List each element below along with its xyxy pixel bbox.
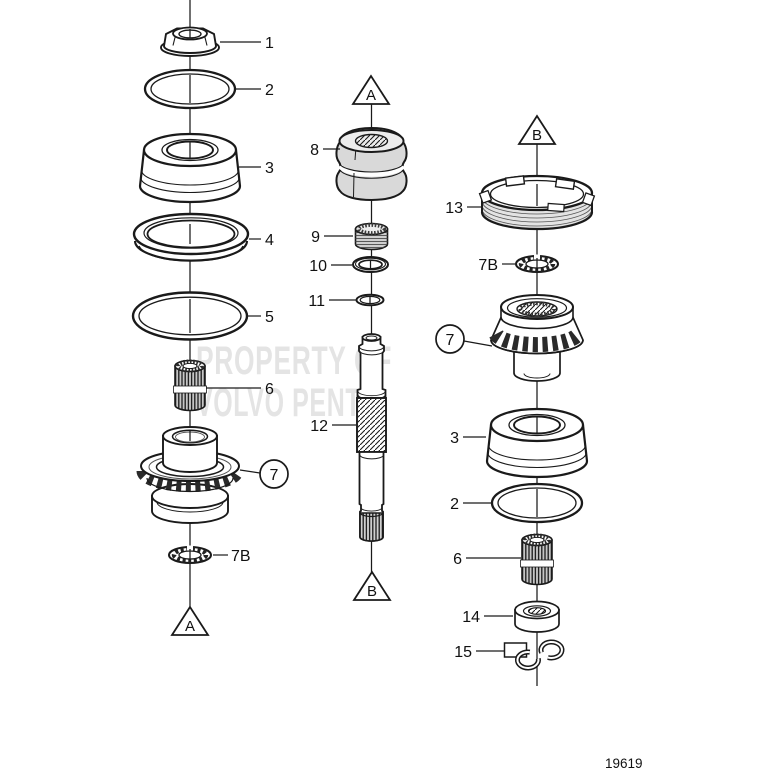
callout-6-label: 6 — [265, 381, 274, 398]
part-7-bevel-gear-assembly — [136, 426, 244, 524]
left-callouts: 1 2 3 4 5 6 7 7B — [206, 35, 289, 565]
part-1-flange-lock-nut — [160, 26, 220, 57]
callout-3-right-label: 3 — [450, 430, 459, 447]
connector-b-middle: B — [353, 571, 391, 601]
part-9-threaded-sleeve — [354, 222, 389, 251]
middle-column: A — [308, 75, 408, 601]
callout-7-right-label: 7 — [446, 332, 455, 349]
middle-callouts: 8 9 10 11 12 — [308, 142, 356, 435]
part-13-retaining-ring — [478, 174, 596, 231]
connector-a-middle-label: A — [366, 87, 376, 104]
part-14-spacer-washer — [514, 600, 560, 633]
part-7-right-bevel-gear-assembly — [489, 294, 585, 382]
callout-2-label: 2 — [265, 82, 274, 99]
callout-3-label: 3 — [265, 160, 274, 177]
part-4-seal-ring — [132, 212, 250, 262]
callout-7b-label: 7B — [231, 548, 251, 565]
part-12-drive-shaft — [356, 333, 387, 542]
part-5-large-o-ring — [131, 291, 249, 341]
part-3-right-bearing-drum — [485, 407, 589, 479]
part-2-o-ring — [143, 68, 237, 110]
leader-7 — [239, 469, 261, 474]
callout-11-label: 11 — [308, 293, 325, 310]
callout-12-label: 12 — [310, 418, 328, 435]
left-column: A 1 2 3 4 5 6 7 7B — [131, 0, 289, 636]
part-2-right-o-ring — [490, 482, 584, 524]
right-column: B — [435, 115, 596, 686]
callout-7b-right-label: 7B — [478, 257, 498, 274]
leader-7-right — [463, 340, 493, 347]
part-7b-lock-washer — [169, 546, 211, 564]
part-8-coupling-nut — [335, 126, 408, 202]
part-10-washer-ring — [352, 256, 389, 273]
callout-5-label: 5 — [265, 309, 274, 326]
part-15-snap-ring — [503, 639, 565, 671]
callout-6-right-label: 6 — [453, 551, 462, 568]
connector-b-middle-label: B — [367, 583, 377, 600]
drawing-number: 19619 — [605, 756, 643, 770]
callout-1-label: 1 — [265, 35, 274, 52]
callout-9-label: 9 — [311, 229, 320, 246]
part-6-right-splined-sleeve — [521, 535, 554, 585]
connector-b-right-label: B — [532, 127, 542, 144]
connector-b-right: B — [518, 115, 556, 145]
part-6-splined-sleeve — [174, 361, 207, 411]
callout-10-label: 10 — [309, 258, 327, 275]
part-11-small-o-ring — [355, 293, 385, 307]
connector-a-left: A — [171, 606, 209, 636]
callout-4-label: 4 — [265, 232, 274, 249]
callout-2-right-label: 2 — [450, 496, 459, 513]
part-7b-right-lock-washer — [516, 255, 558, 273]
right-callouts: 13 7B 7 3 2 6 14 15 — [435, 200, 521, 661]
callout-7-label: 7 — [270, 467, 279, 484]
connector-a-left-label: A — [185, 618, 195, 635]
callout-13-label: 13 — [445, 200, 463, 217]
callout-14-label: 14 — [462, 609, 480, 626]
callout-8-label: 8 — [310, 142, 319, 159]
part-3-bearing-drum — [138, 132, 242, 204]
connector-a-middle: A — [352, 75, 390, 105]
callout-15-label: 15 — [454, 644, 472, 661]
